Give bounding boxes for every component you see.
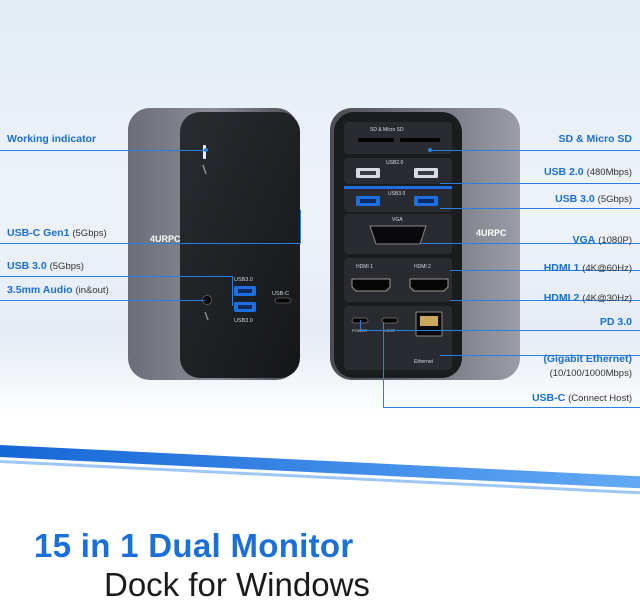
dock-illustration: 4URPC USB3.0 USB3.0 USB-C 4URPC SD & Mic… [128,108,520,380]
front-brand-logo: 4URPC [150,234,181,244]
hdmi2-module-label: HDMI 2 [414,264,431,270]
label-usb20: USB 2.0 (480Mbps) [543,166,632,178]
floor-fade [0,330,640,450]
hdmi1-port [351,278,391,292]
usb30-module-label: USB3.0 [388,191,405,197]
sd-module-label: SD & Micro SD [370,127,404,133]
label-usbc-host: USB-C (Connect Host) [531,392,632,404]
label-hdmi1: HDMI 1 (4K@60Hz) [543,262,632,274]
dock-rear-view: 4URPC SD & Micro SD USB2.0 USB3.0 VGA HD… [330,108,520,380]
label-usbc-gen1: USB-C Gen1 (5Gbps) [7,227,107,239]
label-usb30-rear: USB 3.0 (5Gbps) [555,193,632,205]
label-audio: 3.5mm Audio (in&out) [7,284,109,296]
ethernet-port-label: Ethernet [414,359,434,365]
label-ethernet: (Gigabit Ethernet) [543,353,632,365]
vga-module-label: VGA [392,217,403,223]
micro-sd-slot [400,138,440,142]
label-vga: VGA (1080P) [572,234,633,246]
dock-front-view: 4URPC USB3.0 USB3.0 USB-C [128,108,300,380]
usbc-host-port [381,317,399,324]
rear-brand-logo: 4URPC [476,228,507,238]
headline-line2: Dock for Windows [104,566,370,603]
label-ethernet-spec: (10/100/1000Mbps) [549,368,632,379]
hdmi2-port [409,278,449,292]
label-pd: PD 3.0 [599,316,632,328]
label-hdmi2: HDMI 2 (4K@30Hz) [543,292,632,304]
usbc-port-front [274,297,292,304]
sd-slot [358,138,394,142]
usbc-front-label: USB-C [272,291,289,297]
label-sd: SD & Micro SD [558,133,632,145]
power-port-label: POWER [352,328,367,333]
usb30-top-label: USB3.0 [234,277,253,283]
label-usb30-front: USB 3.0 (5Gbps) [7,260,84,272]
headline-line1: 15 in 1 Dual Monitor [34,527,354,564]
vga-port [369,225,427,245]
label-working-indicator: Working indicator [7,133,97,145]
usb20-module-label: USB2.0 [386,160,403,166]
usb30-bottom-label: USB3.0 [234,318,253,324]
hdmi1-module-label: HDMI 1 [356,264,373,270]
